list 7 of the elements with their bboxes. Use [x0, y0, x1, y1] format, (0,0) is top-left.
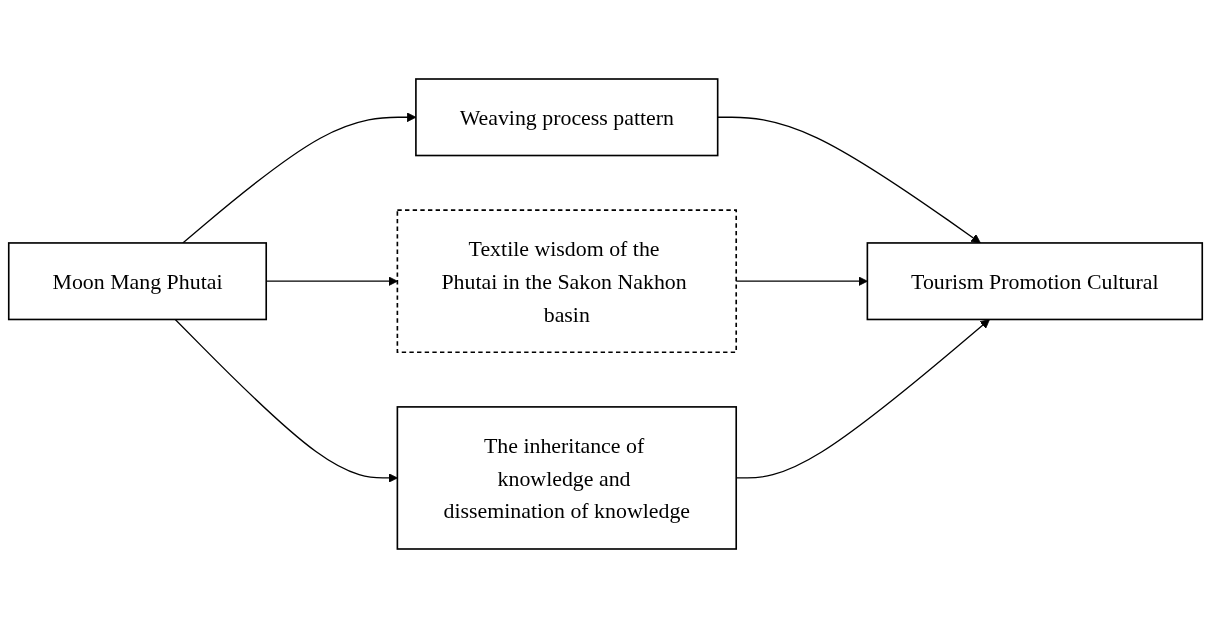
node-box: Tourism Promotion Cultural [866, 242, 1204, 321]
arrow [717, 116, 981, 244]
node-box: Textile wisdom of the Phutai in the Sakon Nakhon basin [396, 209, 738, 354]
arrow [174, 318, 398, 483]
node-box: Moon Mang Phutai [7, 242, 268, 321]
node-box: Weaving process pattern [415, 78, 719, 157]
node-box: The inheritance of knowledge and dissemination of knowledge [396, 406, 738, 550]
